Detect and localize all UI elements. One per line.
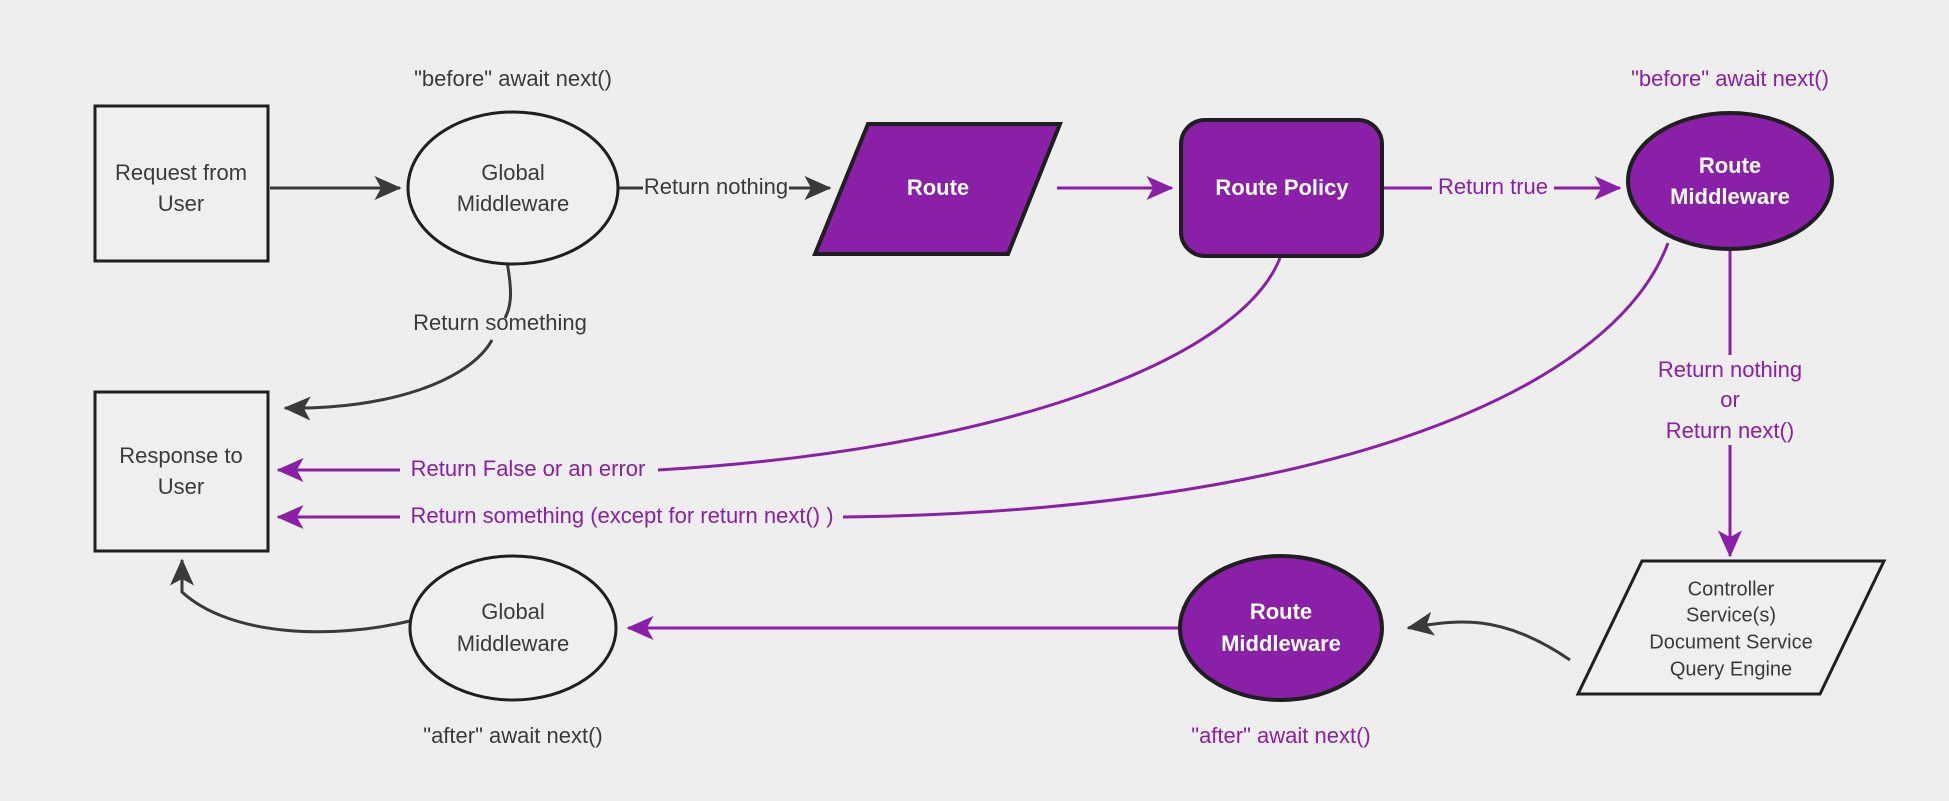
global-middleware-bottom-shape [408, 554, 618, 702]
response-to-user-label-line2: User [158, 474, 204, 499]
route-middleware-bottom-shape [1178, 554, 1384, 702]
route-label: Route [907, 175, 969, 200]
controller-stack-label-line2: Service(s) [1686, 604, 1776, 626]
edge-label-return-nothing-or-next-line1: Return nothing [1658, 357, 1802, 382]
controller-stack-label-line1: Controller [1688, 578, 1775, 600]
route-policy-label: Route Policy [1215, 175, 1349, 200]
route-middleware-top-shape [1626, 111, 1834, 251]
edge-global-middleware-bottom-to-response [170, 558, 411, 634]
response-to-user-label-line1: Response to [119, 443, 243, 468]
response-to-user-shape [93, 390, 270, 553]
route-policy-shape [1179, 118, 1384, 258]
edge-label-return-nothing: Return nothing [644, 174, 788, 199]
request-from-user-label-line2: User [158, 191, 204, 216]
node-route[interactable]: Route [812, 122, 1063, 256]
global-middleware-top-label-line1: Global [481, 160, 545, 185]
node-route-policy[interactable]: Route Policy [1179, 118, 1384, 258]
node-response-to-user[interactable]: Response to User [93, 390, 270, 553]
edge-route-policy-to-response-curve [657, 257, 1282, 472]
edge-label-return-something: Return something [413, 310, 587, 335]
controller-stack-label-line3: Document Service [1649, 631, 1812, 653]
controller-stack-shape [1575, 559, 1887, 696]
route-shape [812, 122, 1063, 256]
edge-route-middleware-to-response-curve [842, 242, 1670, 519]
annotation-after-await-next-route: "after" await next() [1191, 723, 1370, 748]
edge-label-return-something-except-next: Return something (except for return next… [410, 503, 833, 528]
node-controller-stack[interactable]: Controller Service(s) Document Service Q… [1575, 559, 1887, 696]
global-middleware-top-shape [406, 110, 620, 266]
node-global-middleware-bottom[interactable]: Global Middleware [408, 554, 618, 702]
global-middleware-bottom-label-line1: Global [481, 599, 545, 624]
annotation-before-await-next-route: "before" await next() [1631, 66, 1829, 91]
annotation-after-await-next-global: "after" await next() [423, 723, 602, 748]
edge-label-return-false-or-error: Return False or an error [411, 456, 646, 481]
route-middleware-bottom-label-line2: Middleware [1221, 631, 1341, 656]
route-middleware-bottom-label-line1: Route [1250, 599, 1312, 624]
edge-global-middleware-to-response-tail [283, 339, 494, 421]
node-route-middleware-bottom[interactable]: Route Middleware [1178, 554, 1384, 702]
node-global-middleware-top[interactable]: Global Middleware [406, 110, 620, 266]
route-middleware-top-label-line1: Route [1699, 153, 1761, 178]
request-from-user-label-line1: Request from [115, 160, 247, 185]
global-middleware-top-label-line2: Middleware [457, 191, 570, 216]
edge-label-return-nothing-or-next-line3: Return next() [1666, 418, 1794, 443]
node-route-middleware-top[interactable]: Route Middleware [1626, 111, 1834, 251]
node-request-from-user[interactable]: Request from User [93, 104, 270, 263]
controller-stack-label-line4: Query Engine [1670, 658, 1792, 680]
request-from-user-shape [93, 104, 270, 263]
route-middleware-top-label-line2: Middleware [1670, 184, 1790, 209]
edge-label-return-nothing-or-next-line2: or [1720, 387, 1740, 412]
edge-controller-to-route-middleware-bottom [1406, 611, 1571, 662]
global-middleware-bottom-label-line2: Middleware [457, 631, 570, 656]
annotation-before-await-next-global: "before" await next() [414, 66, 612, 91]
edge-global-middleware-to-response [503, 261, 512, 319]
edge-label-return-true: Return true [1438, 174, 1548, 199]
